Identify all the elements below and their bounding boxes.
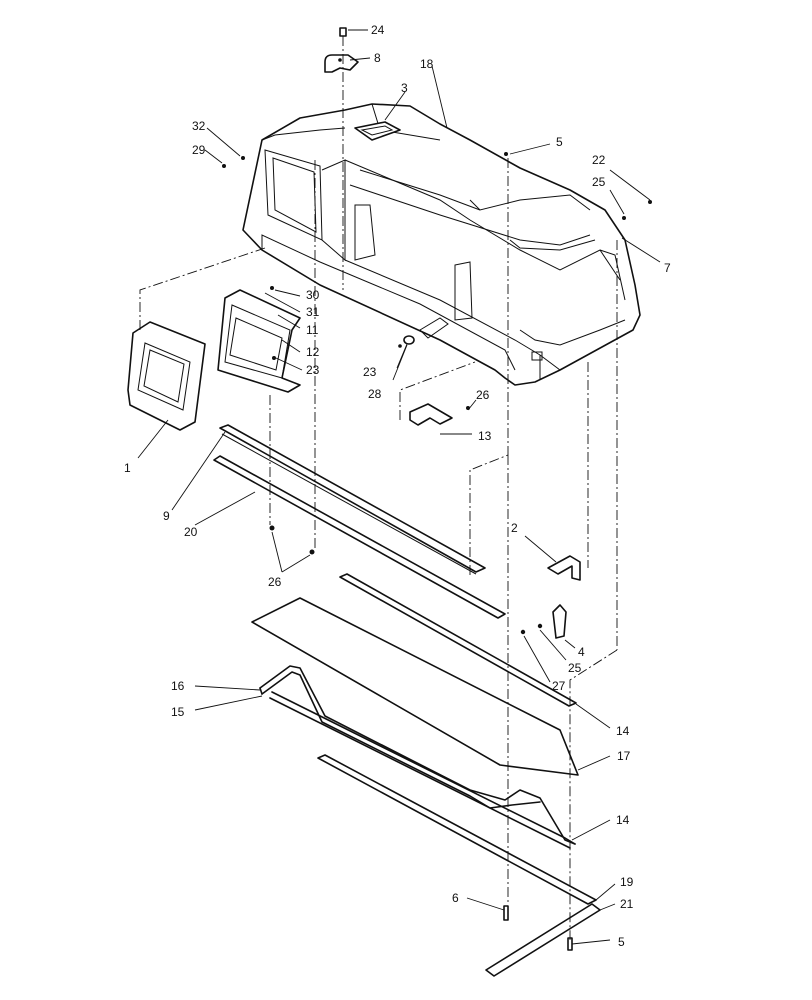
callout-4: 4 (578, 645, 585, 659)
callout-19: 19 (620, 875, 634, 889)
callout-22: 22 (592, 153, 606, 167)
callout-2: 2 (511, 521, 518, 535)
bracket-13 (409, 403, 470, 426)
callout-29: 29 (192, 143, 206, 157)
callout-28: 28 (368, 387, 382, 401)
callout-14-lower: 14 (616, 813, 630, 827)
bracket-2 (547, 555, 581, 581)
callout-8: 8 (374, 51, 381, 65)
callout-16: 16 (171, 679, 185, 693)
callout-32: 32 (192, 119, 206, 133)
callout-25-bottom: 25 (568, 661, 582, 675)
leader-lines (137, 29, 661, 945)
rail-20 (213, 455, 506, 619)
callout-31: 31 (306, 305, 320, 319)
decal-plate (354, 121, 401, 141)
latch-assembly (520, 604, 567, 639)
callout-21: 21 (620, 897, 634, 911)
callout-27: 27 (552, 679, 566, 693)
callout-23-left: 23 (306, 363, 320, 377)
callout-9: 9 (163, 509, 170, 523)
callout-23-right: 23 (363, 365, 377, 379)
strip-14-upper (339, 573, 577, 707)
callout-20: 20 (184, 525, 198, 539)
bolt-24 (339, 27, 347, 37)
washer-28 (398, 335, 415, 348)
assembly-centerlines (139, 36, 618, 940)
callout-25-top: 25 (592, 175, 606, 189)
rail-9 (219, 424, 486, 575)
callout-24: 24 (371, 23, 385, 37)
callout-3: 3 (401, 81, 408, 95)
canopy-shell (242, 103, 641, 386)
callout-labels: 24 8 18 3 32 29 5 22 25 7 30 31 11 12 23… (124, 23, 671, 949)
callout-30: 30 (306, 288, 320, 302)
callout-5-top: 5 (556, 135, 563, 149)
strip-19 (317, 754, 601, 977)
callout-18: 18 (420, 57, 434, 71)
callout-5-bottom: 5 (618, 935, 625, 949)
callout-14-upper: 14 (616, 724, 630, 738)
callout-12: 12 (306, 345, 320, 359)
callout-11: 11 (306, 323, 319, 337)
callout-15: 15 (171, 705, 185, 719)
callout-17: 17 (617, 749, 631, 763)
callout-1: 1 (124, 461, 131, 475)
callout-26-bottom: 26 (268, 575, 282, 589)
hook-bracket (324, 54, 359, 73)
callout-7: 7 (664, 261, 671, 275)
callout-26-top: 26 (476, 388, 490, 402)
window-frame (127, 321, 206, 431)
callout-6: 6 (452, 891, 459, 905)
cover-sheet (251, 597, 579, 776)
callout-13: 13 (478, 429, 492, 443)
